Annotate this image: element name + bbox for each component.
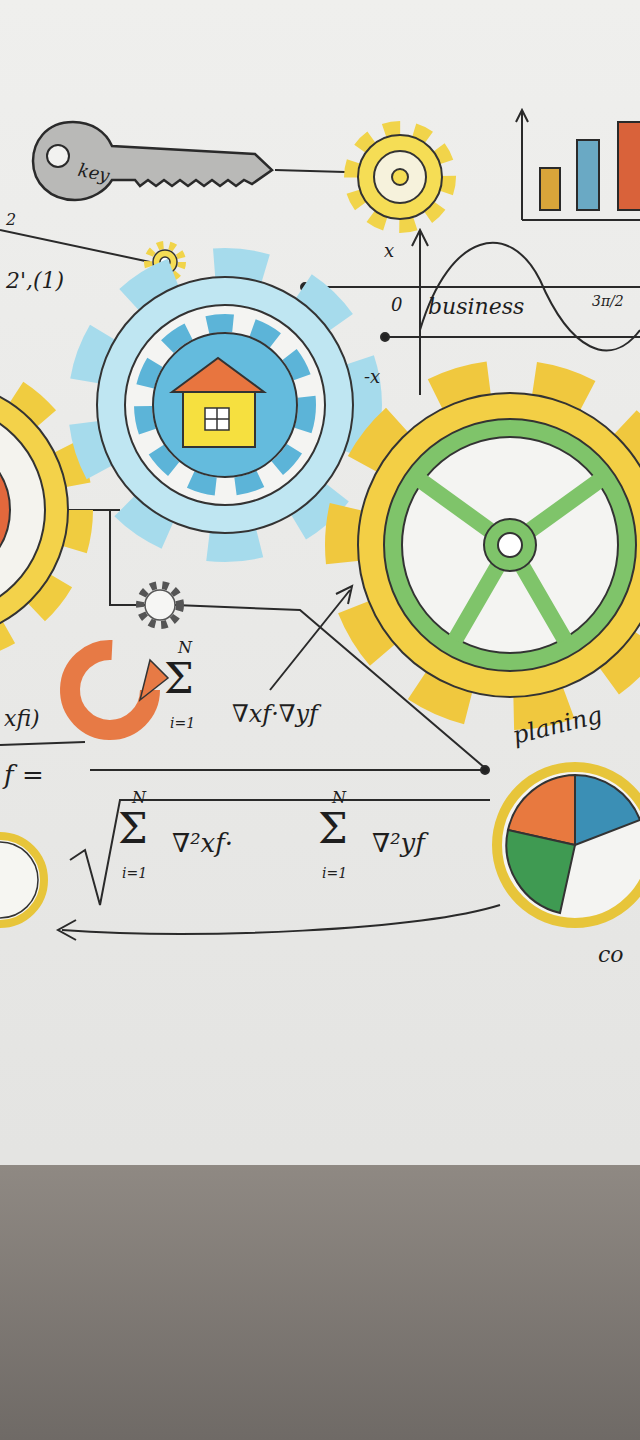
sum-index: i=1 [322,866,347,880]
sum-index: i=1 [122,866,147,880]
exponent: 2 [6,212,16,228]
formula-term: ∇²yf [372,830,425,856]
key-outline [30,118,275,204]
key-shape: key [30,118,275,204]
floor [0,1165,640,1440]
formula-term: ∇²xf· [172,830,233,856]
sum-limit: N [332,790,346,806]
sum-limit: N [132,790,146,806]
formula-fragment: 2',(1) [6,270,64,292]
sum-index: i=1 [170,716,195,730]
formula-fragment: f = [4,762,44,788]
sum-sign: Σ [118,808,148,850]
axis-tick: 3π/2 [592,294,624,308]
axis-label: 0 [391,296,402,314]
formula-fragment: xfi) [4,708,40,730]
sum-sign: Σ [318,808,348,850]
chart-word: business [428,296,524,318]
sum-sign: Σ [164,658,194,700]
chart-word: co [598,944,624,966]
axis-label: x [384,242,394,260]
sum-limit: N [178,640,192,656]
axis-label: -x [364,368,380,386]
formula-term: ∇xf·∇yf [232,702,318,726]
